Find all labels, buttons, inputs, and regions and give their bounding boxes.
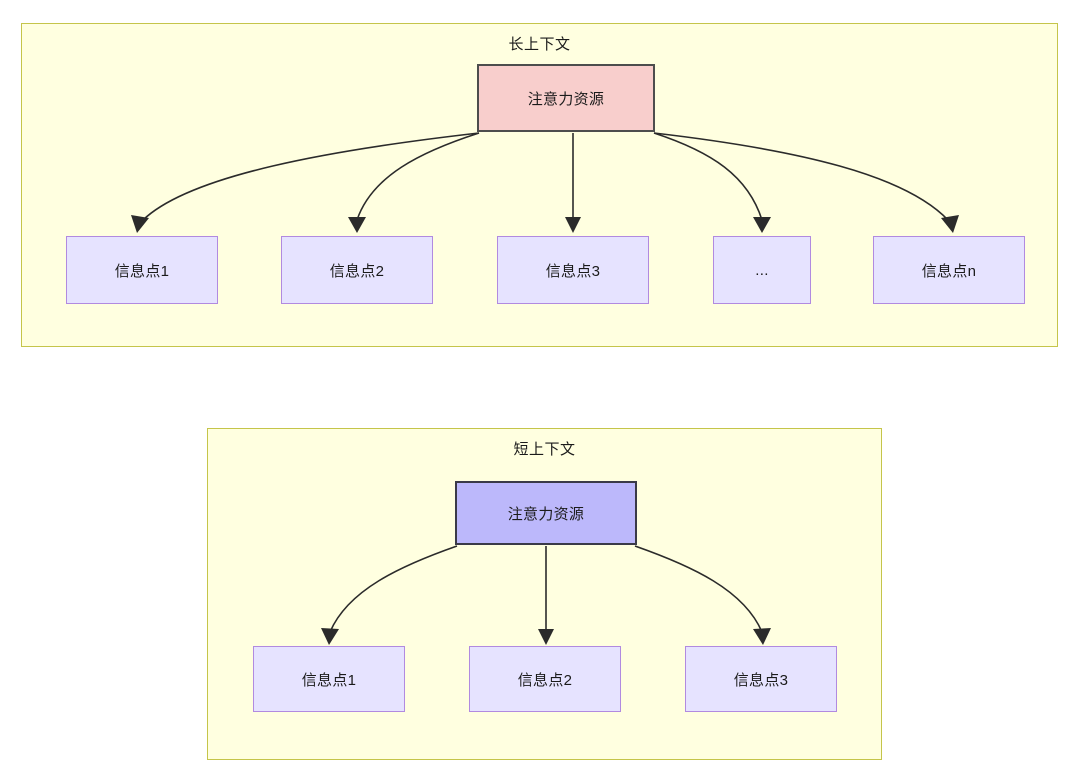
node-info-point-long-ellipsis-label: ... xyxy=(755,261,769,279)
node-info-point-long-n-label: 信息点n xyxy=(921,262,977,280)
node-info-point-long-3[interactable]: 信息点3 xyxy=(497,236,649,304)
node-attention-resource-short[interactable]: 注意力资源 xyxy=(455,481,637,545)
node-info-point-long-1[interactable]: 信息点1 xyxy=(66,236,218,304)
node-attention-resource-short-label: 注意力资源 xyxy=(507,505,585,523)
node-info-point-short-2[interactable]: 信息点2 xyxy=(469,646,621,712)
node-info-point-short-3-label: 信息点3 xyxy=(733,671,789,689)
node-info-point-short-3[interactable]: 信息点3 xyxy=(685,646,837,712)
node-info-point-short-1-label: 信息点1 xyxy=(301,671,357,689)
panel-long-context-title: 长上下文 xyxy=(508,36,571,53)
node-info-point-long-n[interactable]: 信息点n xyxy=(873,236,1025,304)
panel-short-context-title: 短上下文 xyxy=(513,441,576,458)
node-info-point-short-1[interactable]: 信息点1 xyxy=(253,646,405,712)
node-info-point-long-3-label: 信息点3 xyxy=(545,262,601,280)
node-attention-resource-long[interactable]: 注意力资源 xyxy=(477,64,655,132)
node-info-point-short-2-label: 信息点2 xyxy=(517,671,573,689)
node-info-point-long-2[interactable]: 信息点2 xyxy=(281,236,433,304)
node-info-point-long-ellipsis[interactable]: ... xyxy=(713,236,811,304)
node-info-point-long-1-label: 信息点1 xyxy=(114,262,170,280)
node-attention-resource-long-label: 注意力资源 xyxy=(527,90,605,108)
node-info-point-long-2-label: 信息点2 xyxy=(329,262,385,280)
